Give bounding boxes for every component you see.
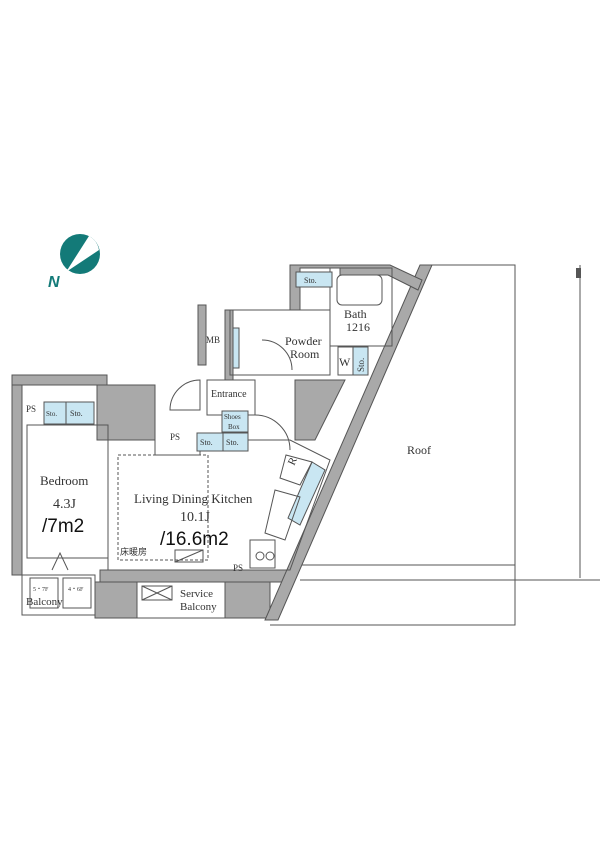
bedroom-label: Bedroom <box>40 473 88 488</box>
balcony-label: Balcony <box>26 596 63 608</box>
mb-label: MB <box>206 335 220 345</box>
ldk-size-m2: /16.6m2 <box>160 529 229 550</box>
roof-label: Roof <box>407 443 431 457</box>
north-label: N <box>48 274 60 291</box>
bedroom-size-j: 4.3J <box>53 497 77 512</box>
sto-label: Sto. <box>70 409 83 418</box>
sto-label: Sto. <box>226 438 239 447</box>
sto-label: Sto. <box>46 410 57 418</box>
sto-label: Sto. <box>200 438 213 447</box>
shoes-box-label-1: Shoes <box>224 413 241 421</box>
north-compass-icon <box>60 234 100 274</box>
powder-room-label-1: Powder <box>285 334 322 348</box>
storage-units <box>43 271 369 541</box>
ldk-label: Living Dining Kitchen <box>134 491 253 506</box>
powder-room-label-2: Room <box>290 347 320 361</box>
roof-area <box>270 264 600 626</box>
bedroom-size-m2: /7m2 <box>42 516 84 537</box>
ps-label: PS <box>233 563 243 573</box>
ldk-size-j: 10.1J <box>180 510 211 525</box>
sto-label: Sto. <box>356 358 366 372</box>
sto-label: Sto. <box>304 276 317 285</box>
shoes-box-label-2: Box <box>228 423 240 431</box>
bath-size-label: 1216 <box>346 320 370 334</box>
room-outlines <box>21 267 393 619</box>
service-balcony-label-1: Service <box>180 588 213 600</box>
balcony-floor-label: 4・6F <box>68 587 84 593</box>
service-balcony-label-2: Balcony <box>180 601 217 613</box>
ps-label: PS <box>26 404 36 414</box>
ps-label: PS <box>170 432 180 442</box>
washer-label: W <box>339 355 351 369</box>
walls <box>11 264 433 621</box>
bath-label: Bath <box>344 307 367 321</box>
floor-heating-label: 床暖房 <box>120 546 147 557</box>
entrance-label: Entrance <box>211 389 247 400</box>
balcony-floor-label: 5・7F <box>33 587 49 593</box>
